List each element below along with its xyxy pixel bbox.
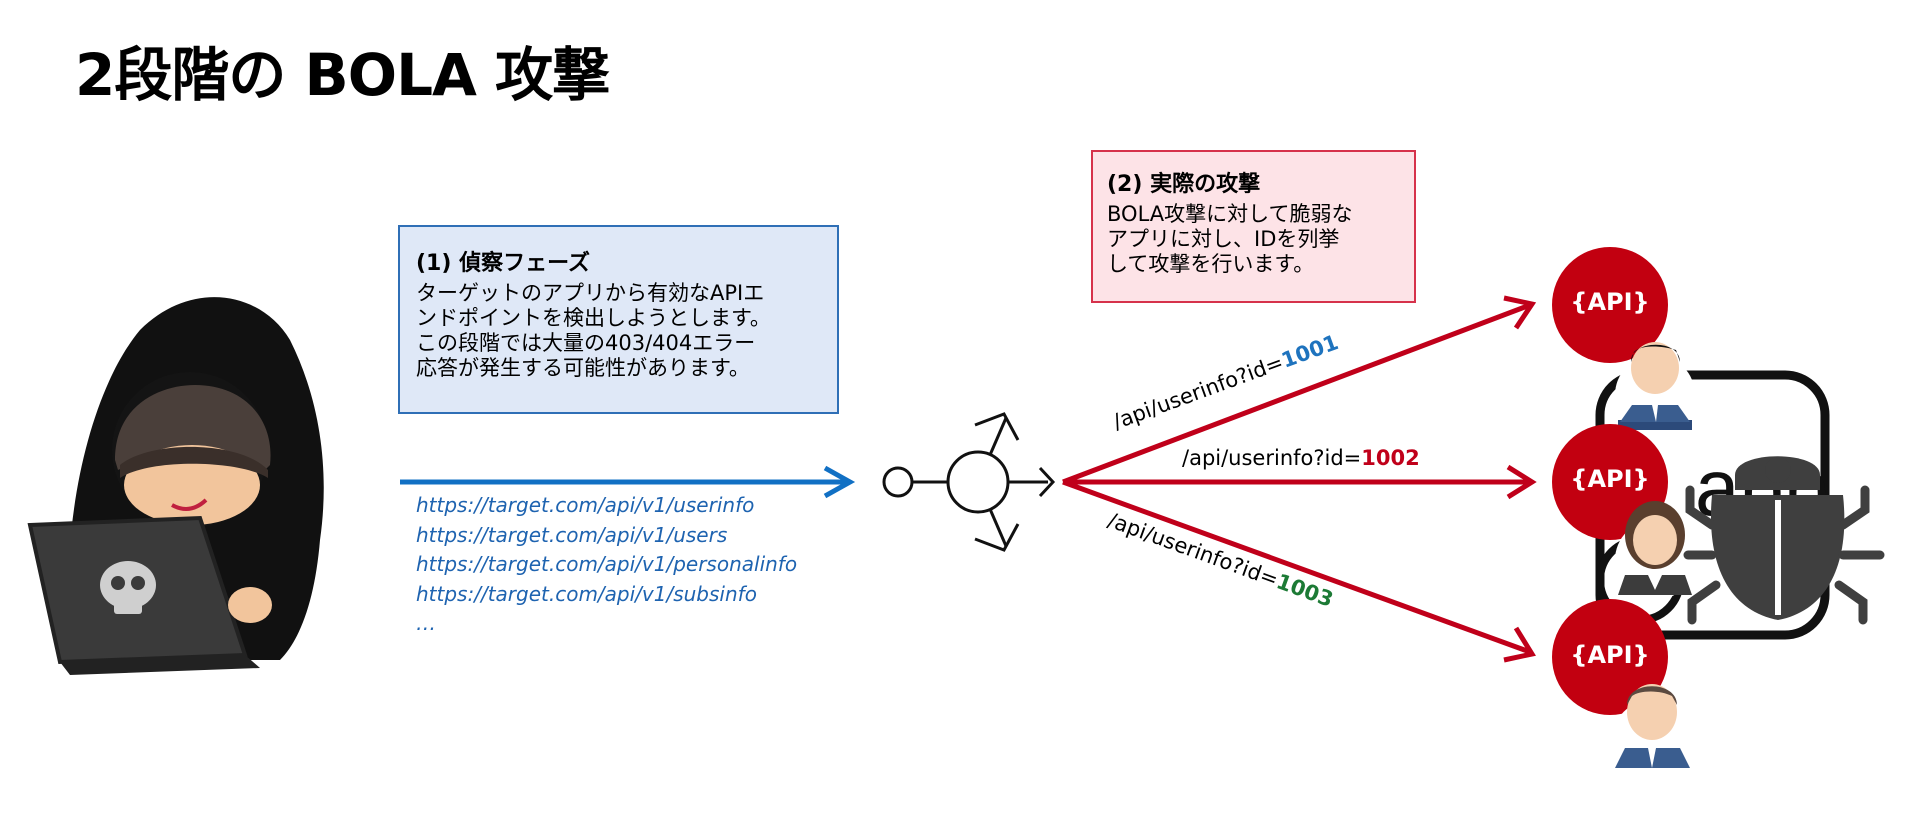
recon-phase-box: (1) 偵察フェーズ ターゲットのアプリから有効なAPIエ ンドポイントを検出し… <box>398 225 839 414</box>
endpoint-url: https://target.com/api/v1/users <box>416 522 728 547</box>
page-title: 2段階の BOLA 攻撃 <box>75 41 610 109</box>
attack-heading: (2) 実際の攻撃 <box>1107 172 1261 197</box>
api-node-3 <box>1552 599 1692 780</box>
skull-icon <box>100 561 156 614</box>
bug-icon <box>1683 456 1885 625</box>
request-path: /api/userinfo?id= <box>1182 446 1362 470</box>
request-id: 1002 <box>1361 446 1420 470</box>
recon-heading: (1) 偵察フェーズ <box>416 251 590 276</box>
attack-arrow-1001 <box>1062 302 1531 485</box>
endpoint-url: https://target.com/api/v1/subsinfo <box>416 581 757 606</box>
api-badge: {API} <box>1570 288 1650 316</box>
endpoint-url: https://target.com/api/v1/personalinfo <box>416 552 798 576</box>
api-badge: {API} <box>1570 465 1650 493</box>
endpoint-url-more: … <box>416 611 436 635</box>
api-node-2 <box>1552 424 1695 600</box>
graphql-node-icon <box>882 412 1056 552</box>
endpoint-list: https://target.com/api/v1/userinfo https… <box>416 491 797 639</box>
user-icon <box>1615 501 1695 600</box>
user-icon <box>1615 342 1695 435</box>
attack-line: アプリに対し、IDを列挙 <box>1107 227 1340 251</box>
recon-arrowhead <box>823 465 856 499</box>
user-icon <box>1612 684 1692 780</box>
recon-line: 応答が発生する可能性があります。 <box>416 356 750 380</box>
recon-line: ターゲットのアプリから有効なAPIエ <box>416 281 765 305</box>
hacker-icon <box>27 297 324 675</box>
api-node-1 <box>1552 247 1695 435</box>
endpoint-url: https://target.com/api/v1/userinfo <box>416 493 755 517</box>
api-badge: {API} <box>1570 641 1650 669</box>
attack-arrow-1003 <box>1062 479 1531 655</box>
recon-line: ンドポイントを検出しようとします。 <box>416 306 771 330</box>
attack-phase-box: (2) 実際の攻撃 BOLA攻撃に対して脆弱な アプリに対し、IDを列挙 して攻… <box>1091 150 1416 303</box>
attack-arrows <box>1062 295 1537 663</box>
attack-line: して攻撃を行います。 <box>1107 252 1315 276</box>
recon-line: この段階では大量の403/404エラー <box>416 331 756 355</box>
attack-line: BOLA攻撃に対して脆弱な <box>1107 202 1353 226</box>
request-label-1002: /api/userinfo?id=1002 <box>1182 446 1420 470</box>
